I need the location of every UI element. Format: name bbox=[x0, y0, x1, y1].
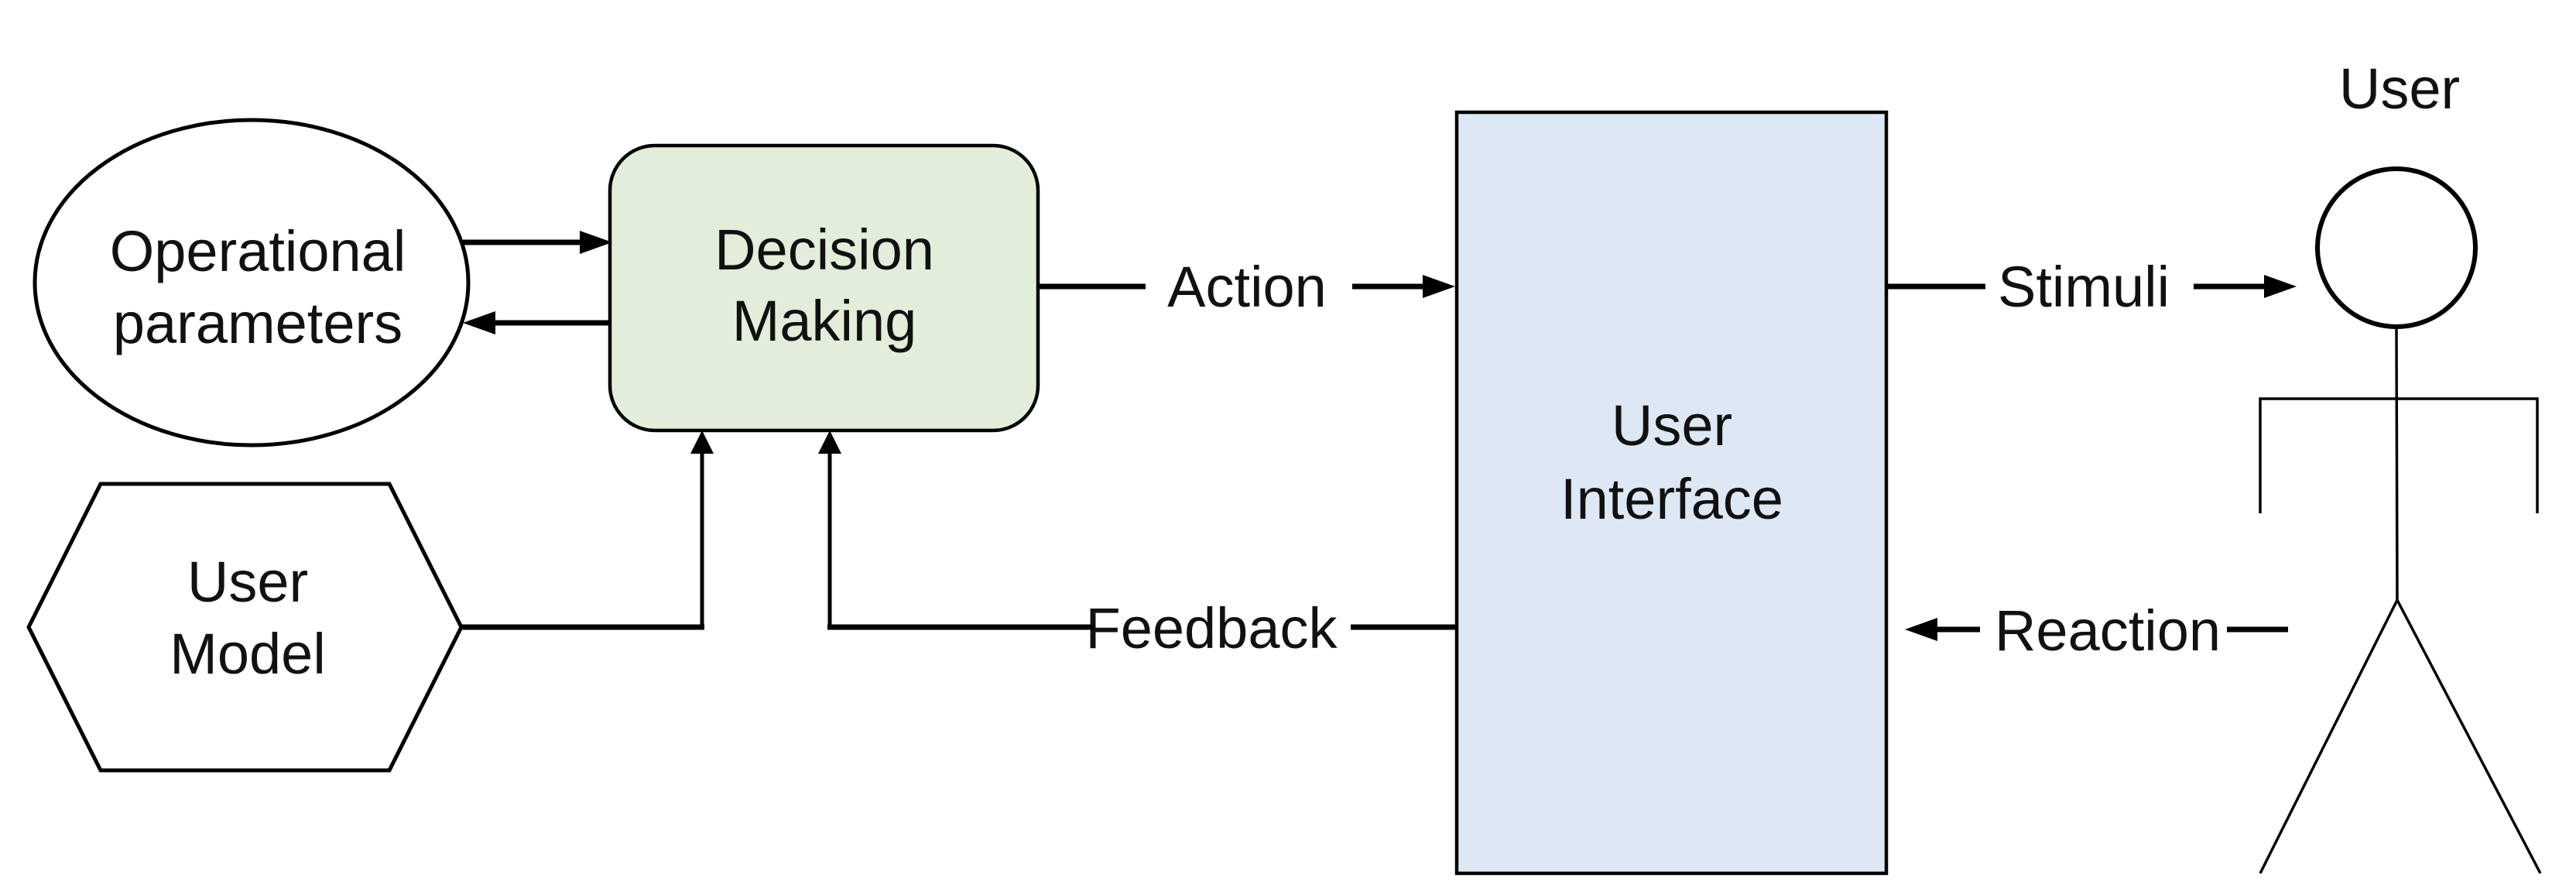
edge-user-model-to-decision bbox=[462, 430, 714, 630]
node-label-line: Operational bbox=[110, 219, 406, 283]
arrowhead-right-icon bbox=[580, 231, 612, 254]
node-label-line: Decision bbox=[714, 218, 934, 282]
node-label-line: Model bbox=[170, 622, 326, 686]
figure-body bbox=[2395, 326, 2399, 603]
edge-label: Reaction bbox=[1995, 598, 2221, 663]
edge-label: Feedback bbox=[1086, 596, 1338, 660]
arrowhead-right-icon bbox=[2264, 275, 2297, 298]
rounded-rect-shape bbox=[608, 143, 1040, 433]
node-decision-making: Decision Making bbox=[608, 143, 1040, 433]
node-user: User bbox=[2259, 57, 2542, 874]
node-label: User bbox=[2339, 57, 2460, 121]
edge-label: Stimuli bbox=[1998, 255, 2170, 319]
figure-head bbox=[2315, 166, 2478, 329]
node-operational-parameters: Operational parameters bbox=[33, 118, 471, 448]
node-label-line: User bbox=[187, 550, 308, 614]
node-label-line: Interface bbox=[1560, 467, 1783, 531]
arrowhead-up-icon bbox=[690, 430, 714, 454]
arrowhead-left-icon bbox=[1905, 618, 1937, 641]
figure-right-leg bbox=[2396, 599, 2542, 874]
hexagon-shape bbox=[26, 482, 464, 773]
rect-shape bbox=[1454, 110, 1889, 876]
arrowhead-left-icon bbox=[463, 311, 495, 334]
figure-arms bbox=[2259, 397, 2539, 513]
node-label-line: parameters bbox=[113, 291, 402, 355]
node-user-model: User Model bbox=[26, 482, 464, 773]
arrowhead-right-icon bbox=[1423, 275, 1455, 298]
edge-stimuli: Stimuli bbox=[1888, 255, 2297, 319]
edge-feedback: Feedback bbox=[818, 430, 1458, 660]
edge-decision-to-op bbox=[463, 311, 615, 334]
user-figure-icon bbox=[2259, 166, 2542, 874]
figure-left-leg bbox=[2259, 599, 2399, 874]
edge-label: Action bbox=[1167, 255, 1327, 319]
node-user-interface: User Interface bbox=[1454, 110, 1889, 876]
node-label-line: User bbox=[1612, 393, 1732, 458]
node-label-line: Making bbox=[732, 289, 917, 353]
ellipse-shape bbox=[33, 118, 471, 448]
edge-op-to-decision bbox=[463, 231, 612, 254]
edge-reaction: Reaction bbox=[1905, 598, 2288, 663]
edge-action: Action bbox=[1040, 255, 1455, 319]
arrowhead-up-icon bbox=[818, 430, 841, 454]
